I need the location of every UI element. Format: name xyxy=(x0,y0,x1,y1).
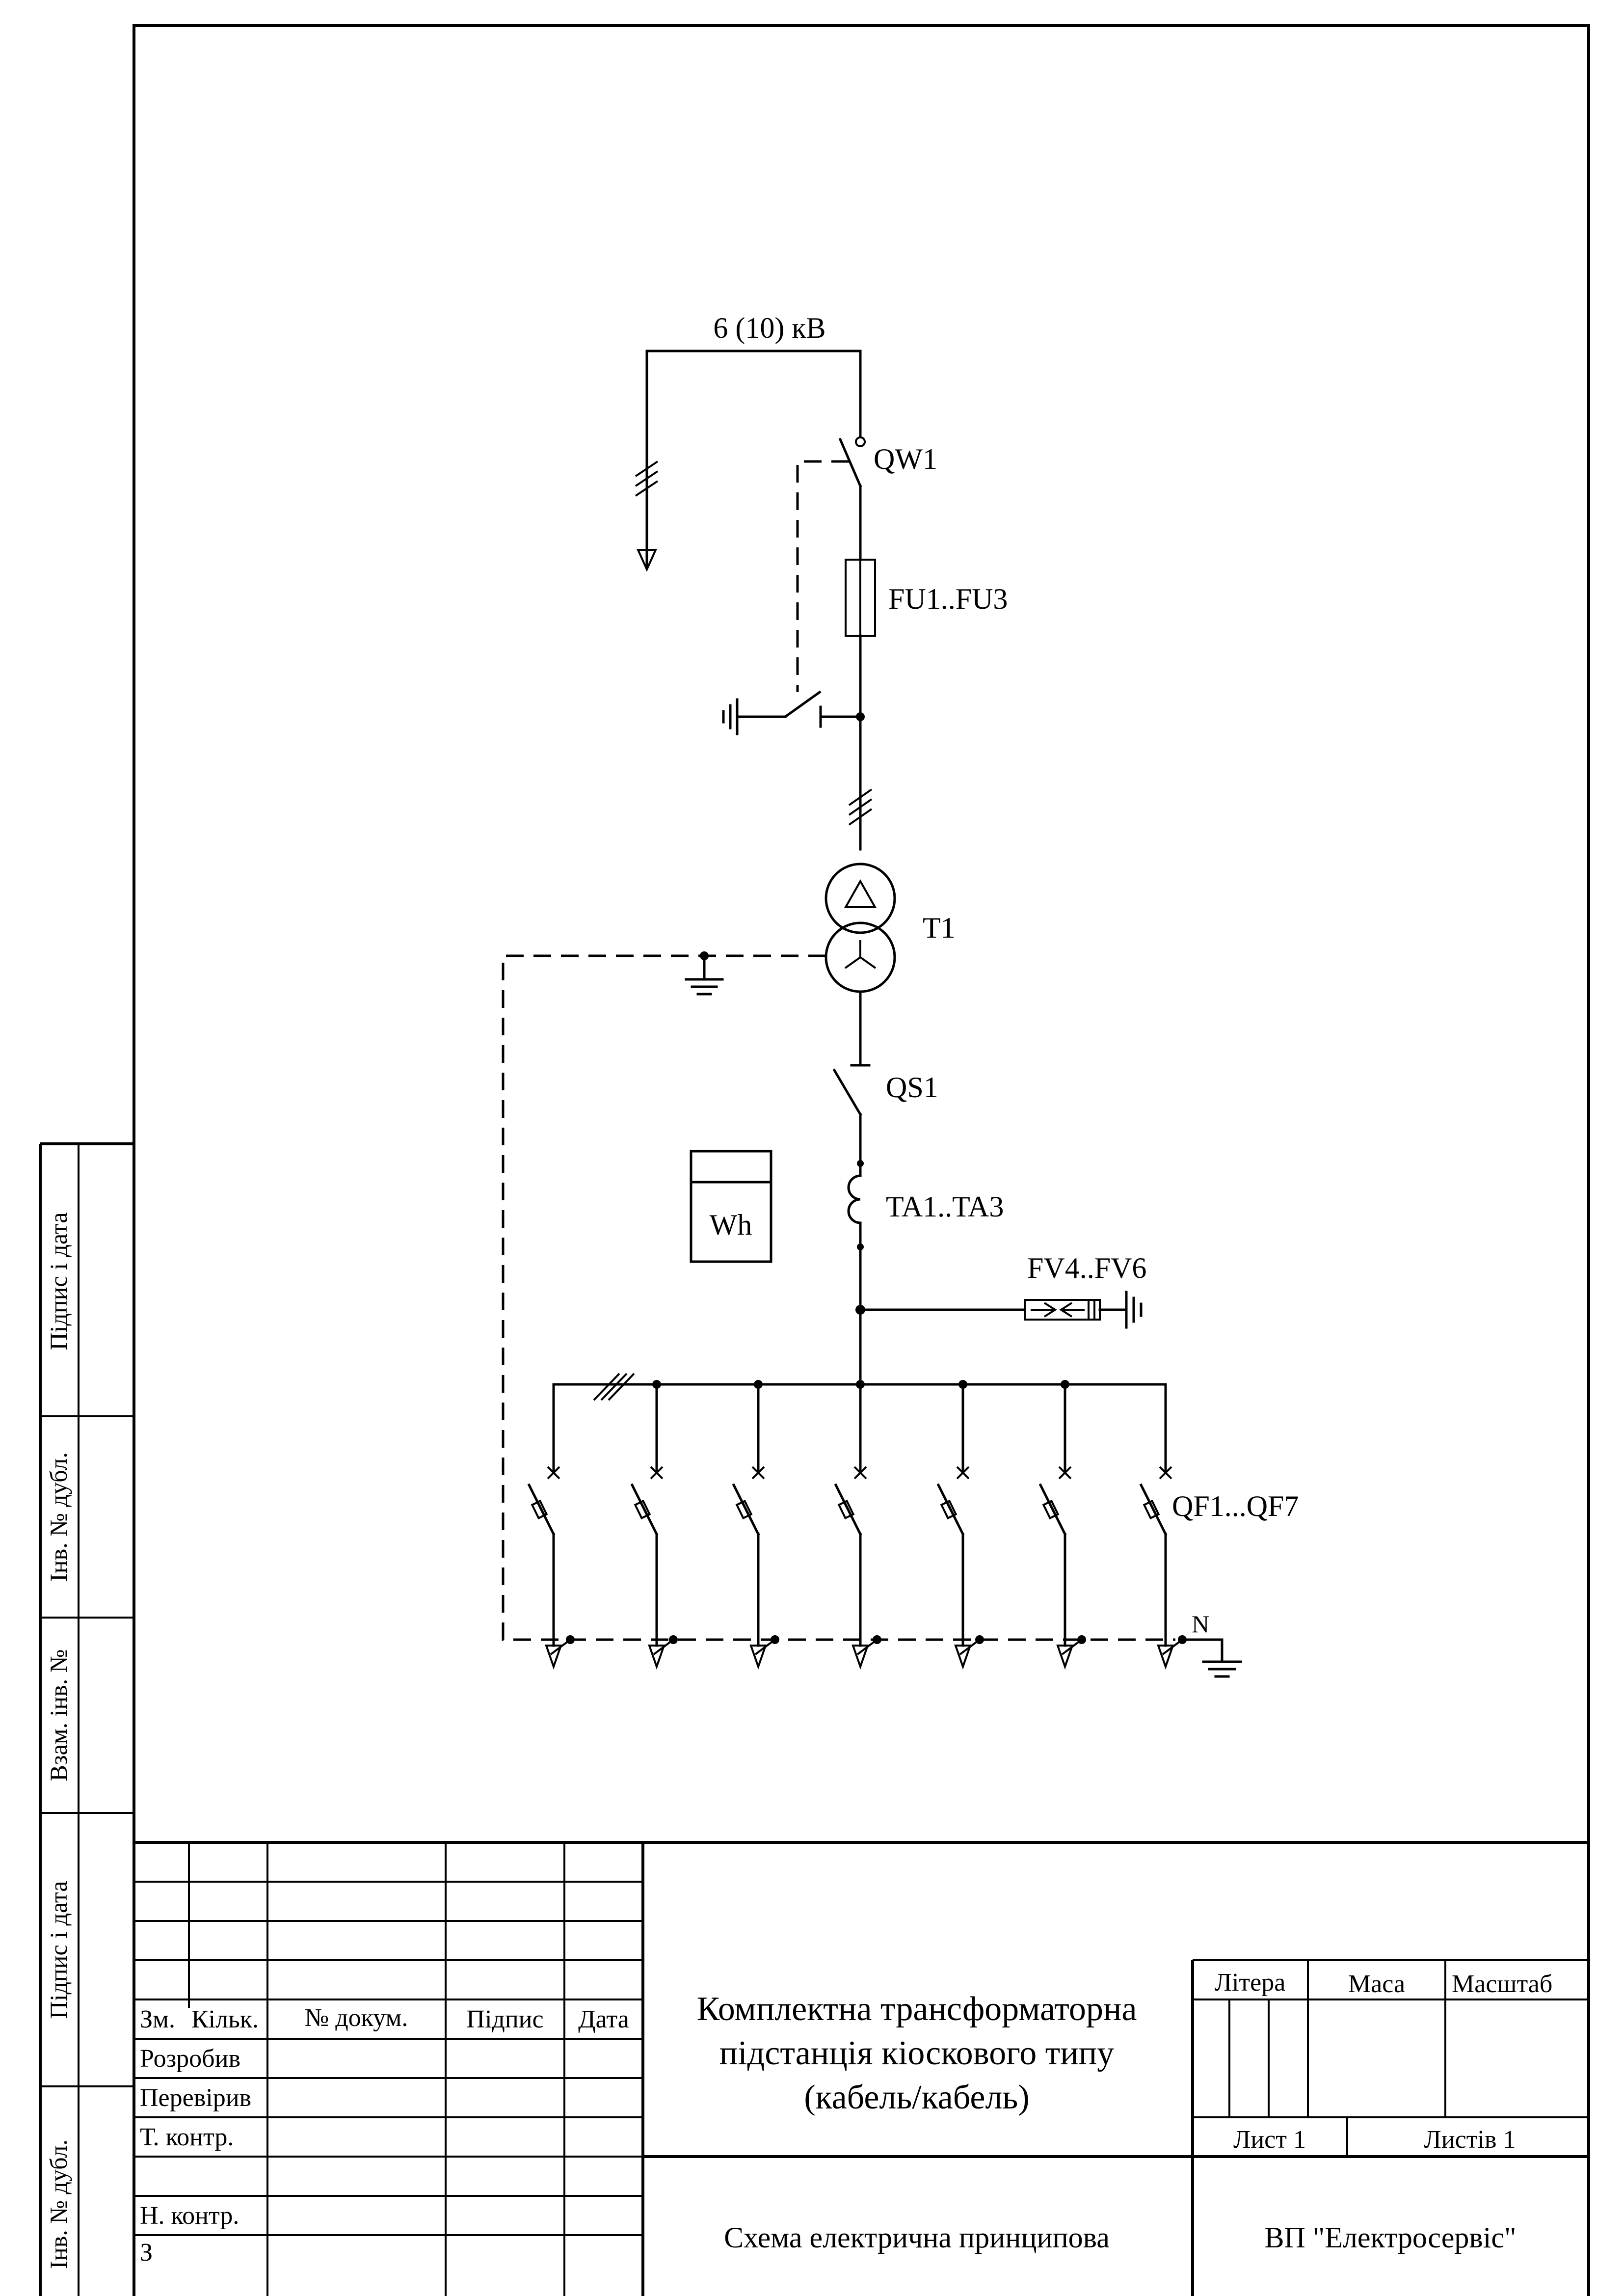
side-stamp-frame xyxy=(39,1142,134,2296)
masshtab-label: Масштаб xyxy=(1452,1970,1552,1998)
feeder-breaker xyxy=(732,1383,779,1670)
role-n-kontr: Н. контр. xyxy=(140,2202,239,2230)
title-block-text: Зм. Кільк. № докум. Підпис Дата Розробив… xyxy=(140,1969,1552,2267)
title-line-3: (кабель/кабель) xyxy=(804,2079,1029,2116)
feeder-breaker xyxy=(936,1383,984,1670)
energy-meter: Wh xyxy=(690,1150,772,1263)
title-block-grid xyxy=(134,1841,1589,2296)
fv-label: FV4..FV6 xyxy=(1027,1252,1146,1284)
title-line-2: підстанція кіоскового типу xyxy=(719,2034,1114,2072)
meter-label: Wh xyxy=(710,1209,752,1241)
fuse-fu xyxy=(845,559,876,851)
role-t-kontr: Т. контр. xyxy=(140,2123,234,2151)
voltage-label: 6 (10) кВ xyxy=(713,312,825,344)
disconnector-qs1 xyxy=(832,1068,862,1165)
feeder-breaker xyxy=(527,1383,575,1670)
hv-incoming-line xyxy=(635,350,862,572)
masa-label: Маса xyxy=(1348,1970,1405,1998)
earthing-switch xyxy=(722,690,865,735)
col-header-kilk: Кільк. xyxy=(191,2005,259,2033)
col-header-data: Дата xyxy=(578,2005,629,2033)
sheets-total: Листів 1 xyxy=(1424,2126,1516,2154)
current-transformer-ta xyxy=(847,1160,864,1386)
litera-label: Літера xyxy=(1215,1969,1286,1997)
transformer-t1 xyxy=(825,863,896,1067)
side-label: Інв. № дубл. xyxy=(45,1452,72,1582)
feeder-breaker xyxy=(1139,1383,1187,1670)
drawing-frame xyxy=(133,24,1590,2296)
qw1-label: QW1 xyxy=(874,443,937,475)
surge-arrester-fv xyxy=(855,1291,1143,1329)
col-header-zm: Зм. xyxy=(140,2005,175,2033)
feeder-breaker xyxy=(1038,1383,1086,1670)
col-header-doc: № докум. xyxy=(305,2004,408,2032)
sheet-number: Лист 1 xyxy=(1233,2126,1306,2154)
qf-label: QF1...QF7 xyxy=(1172,1490,1299,1522)
three-phase-mark xyxy=(848,788,873,826)
role-pereviryv: Перевірив xyxy=(140,2084,251,2112)
side-label: Інв. № дубл. xyxy=(45,2139,72,2269)
side-label: Взам. інв. № xyxy=(45,1649,72,1782)
neutral-label: N xyxy=(1192,1610,1209,1638)
side-stamp-labels: Підпис і дата Інв. № дубл. Взам. інв. № … xyxy=(45,1212,72,2269)
title-line-1: Комплектна трансформаторна xyxy=(697,1990,1137,2028)
mechanical-linkage xyxy=(796,460,849,692)
fu-label: FU1..FU3 xyxy=(888,583,1008,615)
role-cut: З xyxy=(140,2239,153,2267)
feeder-breaker xyxy=(630,1383,678,1670)
neutral-conductor xyxy=(502,954,1175,1641)
col-header-pidpys: Підпис xyxy=(466,2005,543,2033)
organization-name: ВП "Електросервіс" xyxy=(1265,2221,1517,2254)
side-label: Підпис і дата xyxy=(45,1212,72,1350)
neutral-earth xyxy=(1181,1638,1242,1678)
transformer-earth xyxy=(685,951,724,996)
t1-label: T1 xyxy=(923,912,956,944)
qs1-label: QS1 xyxy=(886,1071,938,1104)
document-name: Схема електрична принципова xyxy=(724,2221,1110,2254)
feeder-breaker xyxy=(834,1383,881,1670)
role-rozrobyv: Розробив xyxy=(140,2045,240,2073)
load-switch-qw1 xyxy=(838,436,866,561)
ta-label: TA1..TA3 xyxy=(886,1190,1004,1223)
side-label: Підпис і дата xyxy=(45,1881,72,2019)
